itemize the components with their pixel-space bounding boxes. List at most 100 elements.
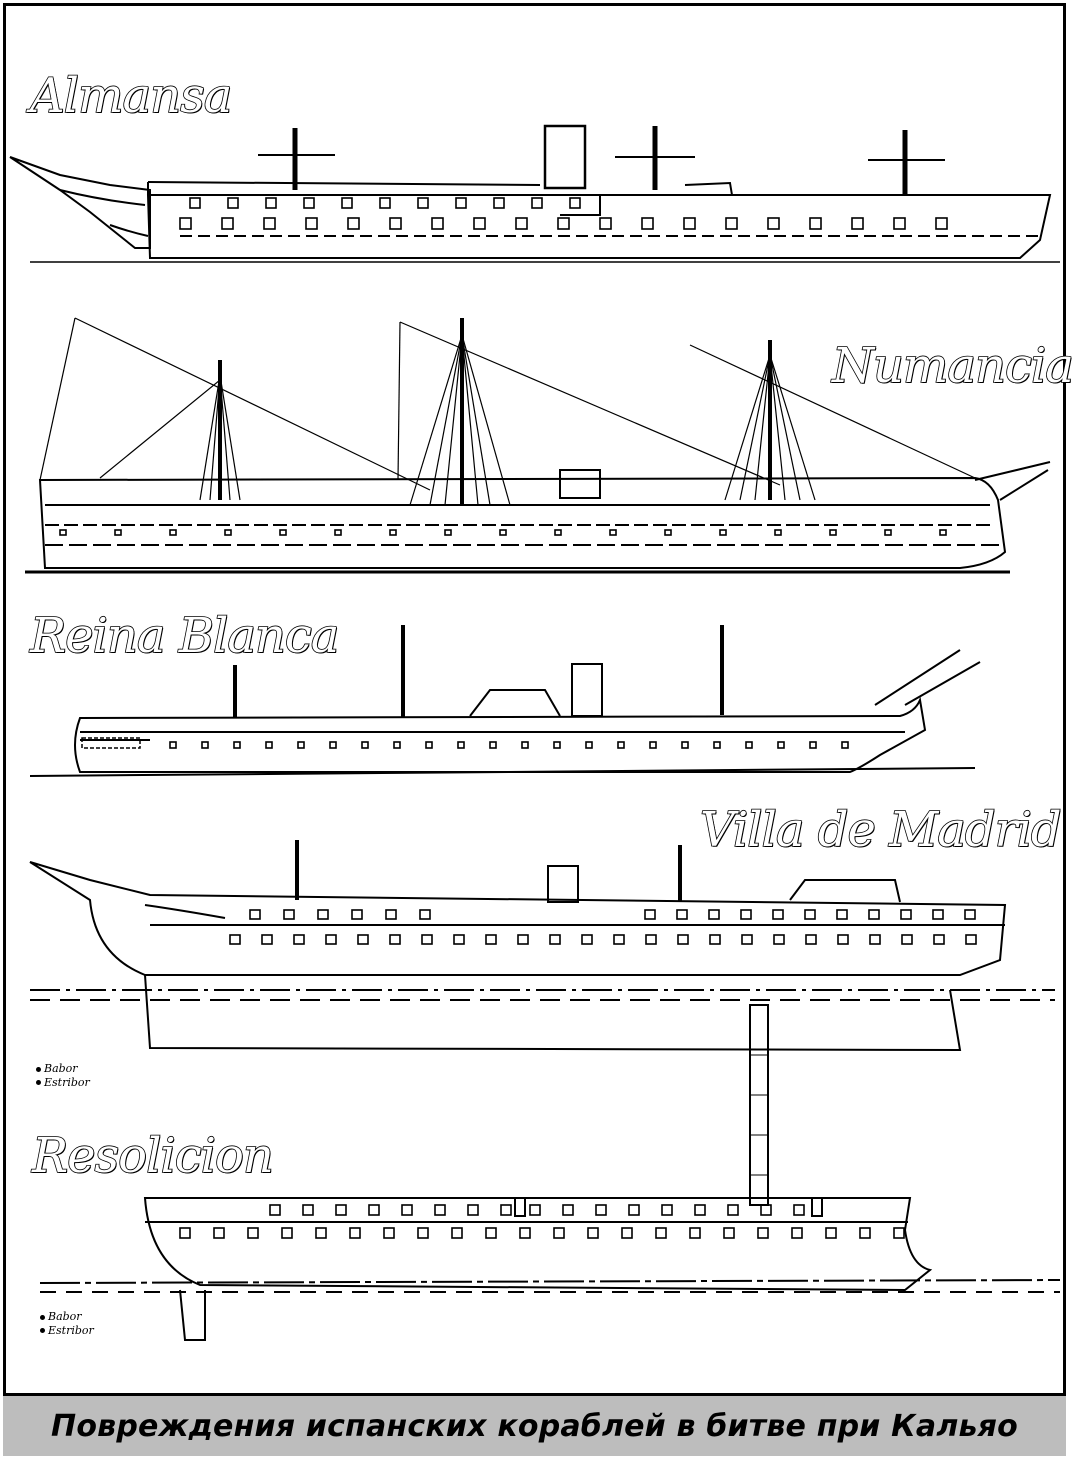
gun-port <box>767 217 780 230</box>
gun-port <box>553 1227 565 1239</box>
gun-port <box>725 217 738 230</box>
gun-port <box>393 741 401 749</box>
gun-port <box>421 934 433 945</box>
gun-port <box>493 197 505 209</box>
gun-port <box>613 934 625 945</box>
babor-marker-icon <box>36 1066 41 1072</box>
gun-port <box>760 1204 772 1216</box>
gun-port <box>740 909 752 920</box>
gun-port <box>357 934 369 945</box>
legend-estribor: Estribor <box>48 1323 94 1337</box>
gun-port <box>793 1204 805 1216</box>
gun-port <box>884 529 892 536</box>
gun-port <box>455 197 467 209</box>
gun-port <box>933 934 945 945</box>
gun-port <box>419 909 431 920</box>
gun-port <box>557 217 570 230</box>
gun-port <box>621 1227 633 1239</box>
gun-port <box>305 217 318 230</box>
gun-port <box>587 1227 599 1239</box>
numancia-drawing <box>25 317 1051 574</box>
gun-port <box>224 529 232 536</box>
gun-port <box>549 934 561 945</box>
gun-port <box>302 1204 314 1216</box>
gun-port <box>389 529 397 536</box>
legend-estribor: Estribor <box>44 1075 90 1089</box>
gun-port <box>517 934 529 945</box>
gun-port <box>349 1227 361 1239</box>
gun-port <box>709 934 721 945</box>
gun-port <box>805 934 817 945</box>
estribor-marker-icon <box>36 1080 41 1086</box>
gun-port <box>297 741 305 749</box>
gun-port <box>341 197 353 209</box>
gun-port <box>269 1204 281 1216</box>
gun-port <box>932 909 944 920</box>
gun-port <box>444 529 452 536</box>
gun-port <box>869 934 881 945</box>
gun-port <box>473 217 486 230</box>
resolicion-drawing <box>39 1197 1061 1341</box>
gun-port <box>431 217 444 230</box>
ship-title-resolicion: Resolicion <box>31 1128 274 1184</box>
gun-port <box>249 909 261 920</box>
gun-port <box>521 741 529 749</box>
gun-port <box>900 909 912 920</box>
gun-port <box>261 934 273 945</box>
gun-port <box>519 1227 531 1239</box>
gun-port <box>279 529 287 536</box>
reina-blanca-drawing <box>29 625 981 777</box>
gun-port <box>385 909 397 920</box>
gun-port <box>868 909 880 920</box>
gun-port <box>383 1227 395 1239</box>
gun-port <box>649 741 657 749</box>
gun-port <box>655 1227 667 1239</box>
gun-port <box>581 934 593 945</box>
gun-port <box>939 529 947 536</box>
gun-port <box>677 934 689 945</box>
estribor-marker-icon <box>40 1328 45 1334</box>
villa-de-madrid-drawing <box>29 840 1055 1206</box>
gun-port <box>425 741 433 749</box>
gun-port <box>489 741 497 749</box>
gun-port <box>599 217 612 230</box>
gun-port <box>689 1227 701 1239</box>
gun-port <box>708 909 720 920</box>
gun-port <box>617 741 625 749</box>
gun-port <box>265 197 277 209</box>
gun-port <box>389 217 402 230</box>
gun-port <box>368 1204 380 1216</box>
gun-port <box>247 1227 259 1239</box>
gun-port <box>303 197 315 209</box>
gun-port <box>229 934 241 945</box>
gun-port <box>719 529 727 536</box>
gun-port <box>213 1227 225 1239</box>
gun-port <box>417 197 429 209</box>
gun-port <box>804 909 816 920</box>
caption-bar: Повреждения испанских кораблей в битве п… <box>3 1393 1066 1456</box>
legend-babor: Babor <box>44 1062 78 1075</box>
gun-port <box>837 934 849 945</box>
gun-port <box>773 934 785 945</box>
gun-port <box>467 1204 479 1216</box>
gun-port <box>499 529 507 536</box>
gun-port <box>745 741 753 749</box>
figure-caption: Повреждения испанских кораблей в битве п… <box>51 1408 1018 1444</box>
gun-port <box>500 1204 512 1216</box>
gun-port <box>644 909 656 920</box>
gun-port <box>741 934 753 945</box>
gun-port <box>417 1227 429 1239</box>
gun-port <box>562 1204 574 1216</box>
gun-port <box>265 741 273 749</box>
gun-port <box>893 1227 905 1239</box>
gun-port <box>694 1204 706 1216</box>
gun-port <box>964 909 976 920</box>
gun-port <box>609 529 617 536</box>
gun-port <box>628 1204 640 1216</box>
gun-port <box>809 741 817 749</box>
gun-port <box>772 909 784 920</box>
gun-port <box>841 741 849 749</box>
gun-port <box>791 1227 803 1239</box>
gun-port <box>453 934 465 945</box>
